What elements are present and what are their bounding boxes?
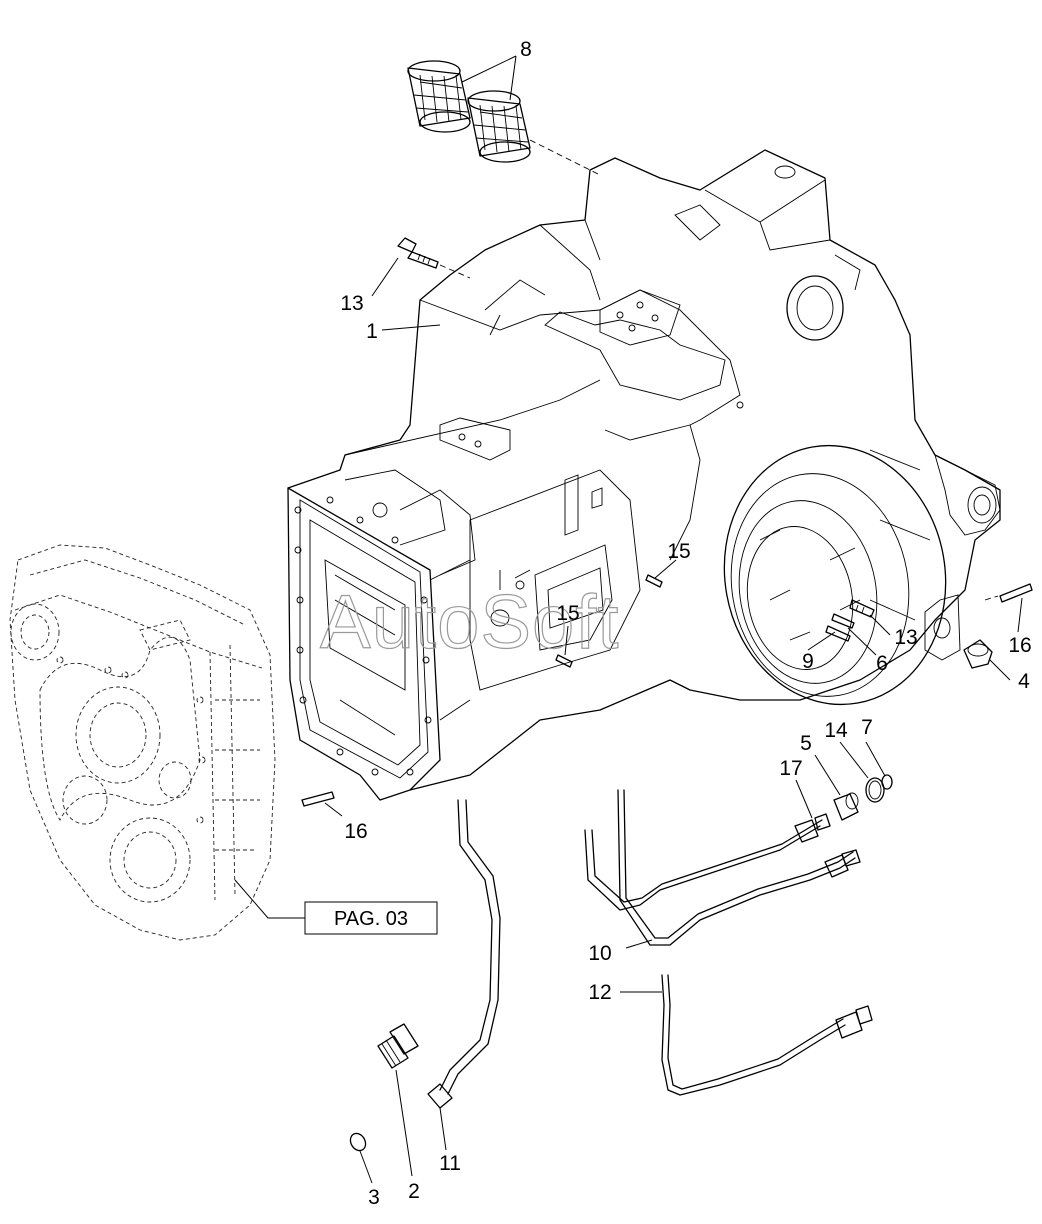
callout-11: 11	[439, 1152, 461, 1175]
callout-labels: 8 13 1 15 15 13 9 6 16 4 5 14 7 17 16 10…	[340, 38, 1031, 1209]
dowel-pins	[301, 574, 1033, 807]
callout-5: 5	[800, 732, 812, 755]
ghost-gearbox-housing	[9, 544, 276, 941]
callout-15-lower: 15	[556, 602, 579, 625]
callout-12: 12	[588, 981, 611, 1004]
callout-1: 1	[366, 320, 378, 343]
pipe-11	[427, 799, 501, 1109]
bushing-2	[467, 90, 531, 163]
callout-2: 2	[408, 1180, 420, 1203]
bolt-13-upper	[397, 237, 471, 279]
callout-13-upper: 13	[340, 292, 363, 315]
callout-8: 8	[520, 38, 532, 61]
leader-lines	[324, 55, 1023, 1184]
callout-15-upper: 15	[667, 540, 690, 563]
page-reference-box: PAG. 03	[234, 879, 438, 935]
callout-17: 17	[779, 757, 802, 780]
watermark-text: AutoSoft	[320, 580, 620, 665]
callout-3: 3	[368, 1186, 380, 1209]
rear-axle-housing	[287, 149, 1001, 801]
page-reference-label: PAG. 03	[334, 908, 408, 930]
callout-10: 10	[588, 942, 611, 965]
callout-7: 7	[861, 716, 873, 739]
callout-6: 6	[876, 652, 888, 675]
fittings-right	[833, 774, 893, 821]
pipe-12	[661, 974, 873, 1096]
callout-13-lower: 13	[894, 626, 917, 649]
pipe-10	[584, 789, 861, 946]
callout-16-right: 16	[1008, 634, 1031, 657]
callout-14: 14	[824, 719, 848, 742]
needle-bushings	[407, 60, 601, 176]
fitting-2-and-ring-3	[349, 1023, 419, 1152]
callout-4: 4	[1018, 670, 1030, 693]
callout-16-left: 16	[344, 820, 367, 843]
bushing-1	[407, 60, 471, 133]
callout-9: 9	[802, 650, 814, 673]
